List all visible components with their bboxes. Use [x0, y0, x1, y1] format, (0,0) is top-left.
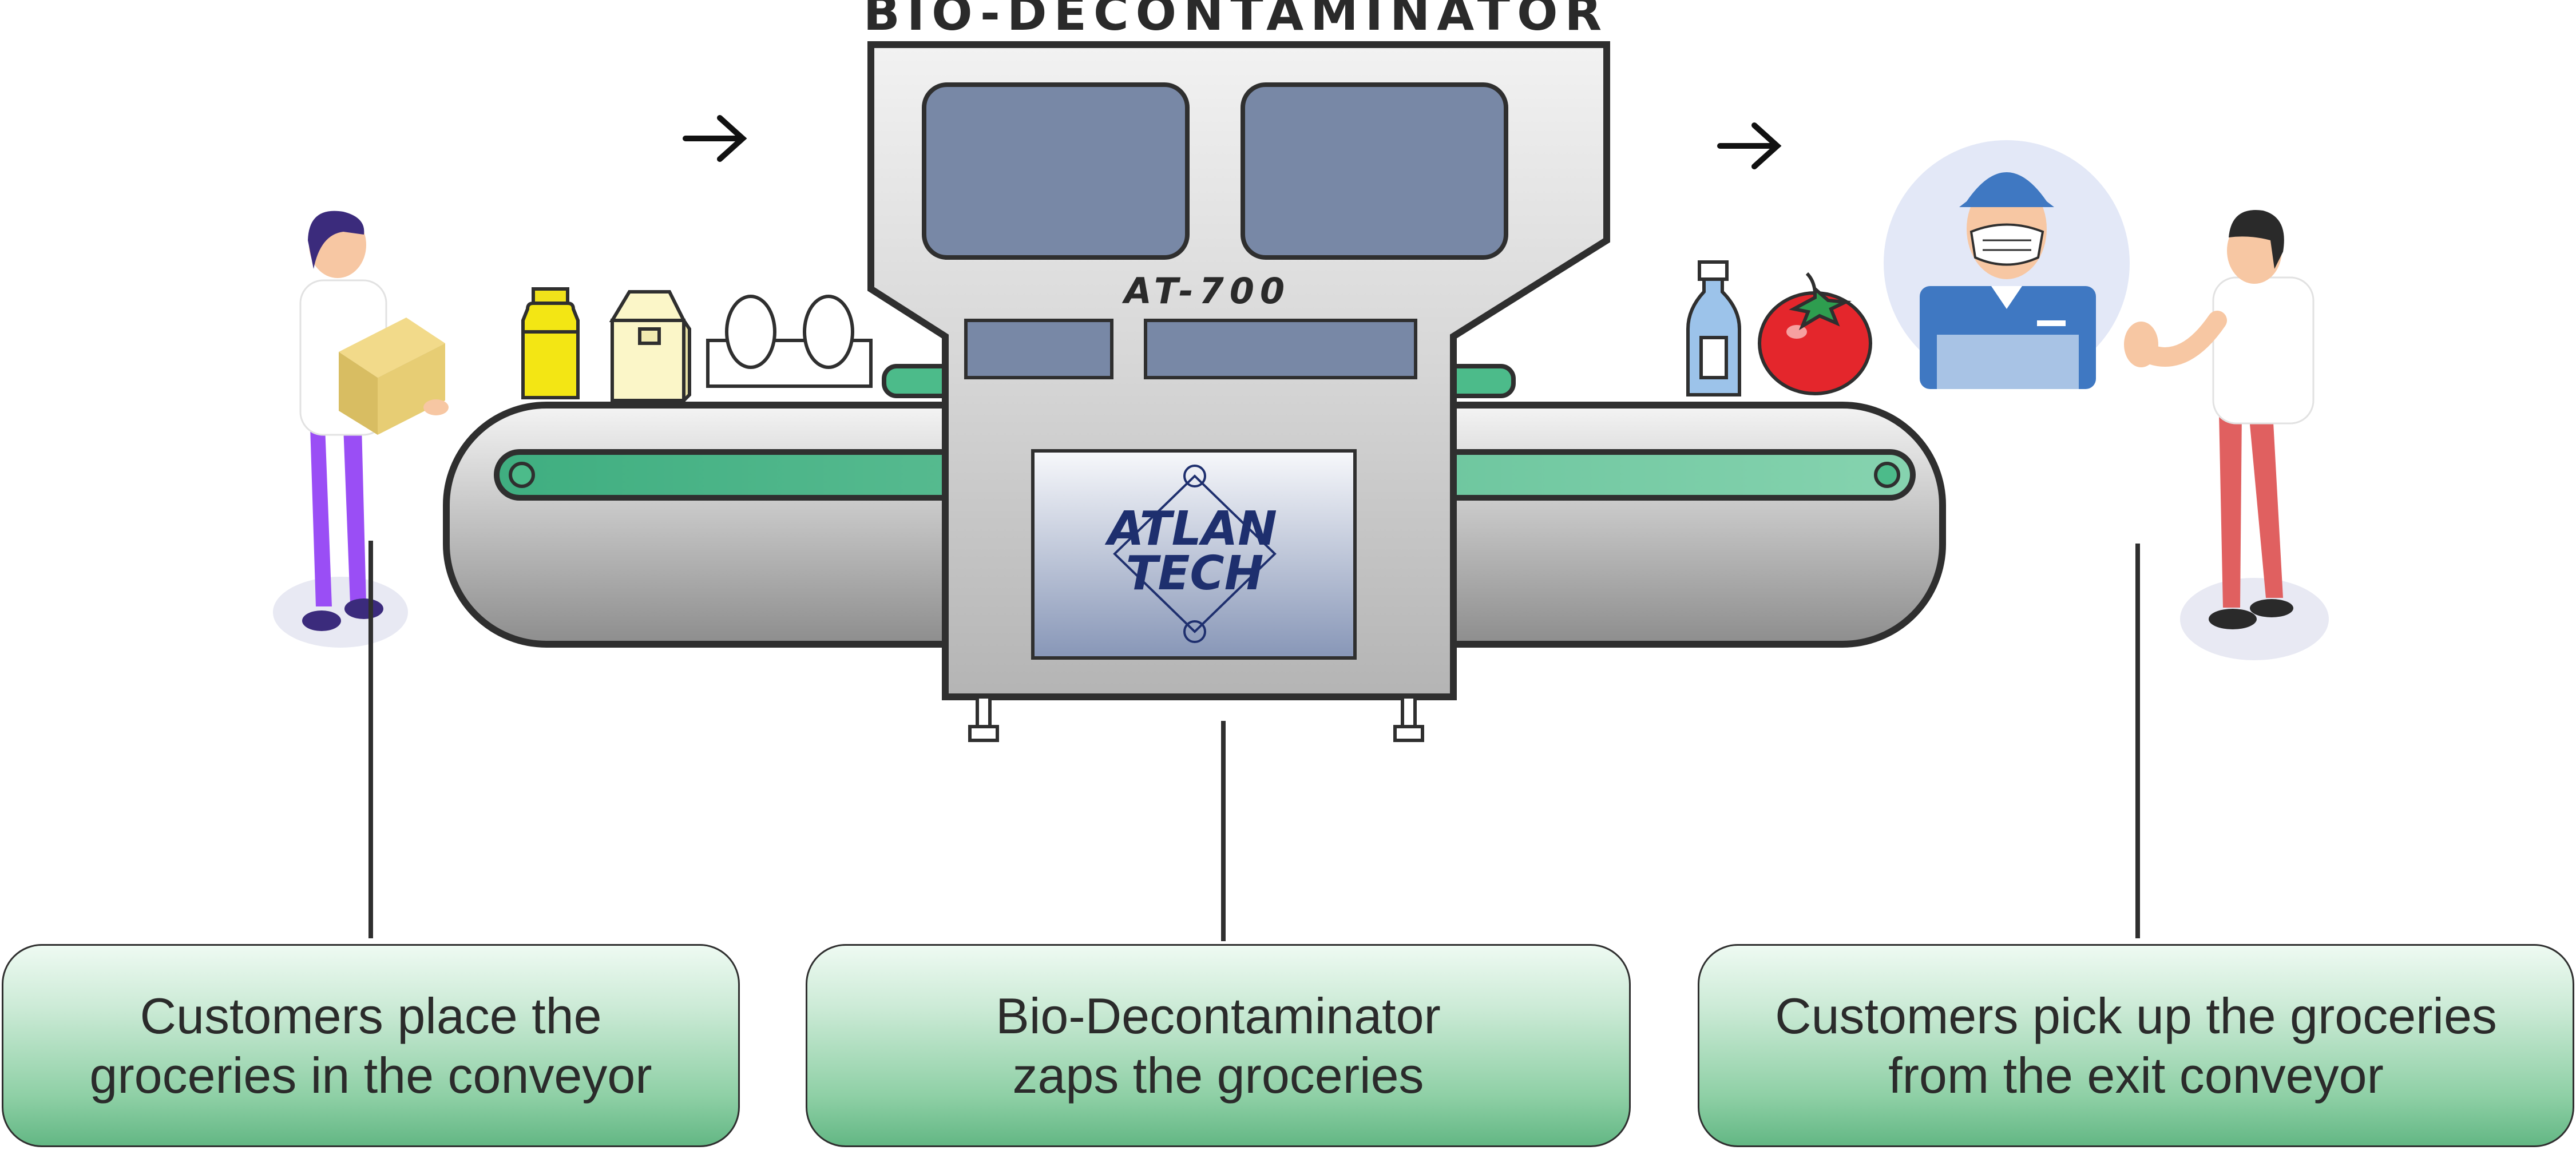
caption-2-line-2: zaps the groceries — [1012, 1046, 1424, 1104]
water-bottle-icon — [1686, 260, 1741, 396]
logo-text-line1: ATLAN — [1104, 502, 1277, 556]
customer-with-box-icon — [273, 211, 449, 648]
milk-carton-icon — [609, 290, 691, 405]
arrow-right-icon — [683, 115, 747, 162]
logo-text-line2: TECH — [1126, 546, 1264, 601]
machine-slot-left — [964, 319, 1113, 379]
caption-pick-up-groceries: Customers pick up the groceries from the… — [1698, 944, 2574, 1147]
egg-tray-icon — [706, 295, 873, 388]
caption-place-groceries: Customers place the groceries in the con… — [2, 944, 740, 1147]
atlantech-logo: ATLAN TECH — [1104, 465, 1277, 643]
machine-window-right — [1241, 82, 1508, 260]
arrow-right-icon — [1717, 122, 1782, 169]
milk-bottle-icon — [521, 287, 580, 399]
caption-3-line-1: Customers pick up the groceries — [1775, 987, 2497, 1044]
tomato-icon — [1758, 272, 1872, 395]
connector-lines — [368, 541, 2140, 941]
machine-title: BIO-DECONTAMINATOR — [863, 0, 1608, 41]
machine-feet — [968, 695, 1424, 742]
machine-window-left — [922, 82, 1190, 260]
machine-model-label: AT-700 — [1121, 270, 1290, 312]
bio-decontaminator-machine: BIO-DECONTAMINATOR AT-700 ATLAN TECH — [863, 0, 1610, 742]
caption-2-line-1: Bio-Decontaminator — [996, 987, 1441, 1044]
customer-waving-icon — [2124, 209, 2329, 660]
caption-3-line-2: from the exit conveyor — [1888, 1046, 2384, 1104]
caption-1-line-1: Customers place the — [140, 987, 602, 1044]
machine-slot-right — [1144, 319, 1417, 379]
caption-1-line-2: groceries in the conveyor — [89, 1046, 652, 1104]
masked-worker-icon — [1884, 140, 2130, 389]
caption-zap-groceries: Bio-Decontaminator zaps the groceries — [806, 944, 1631, 1147]
